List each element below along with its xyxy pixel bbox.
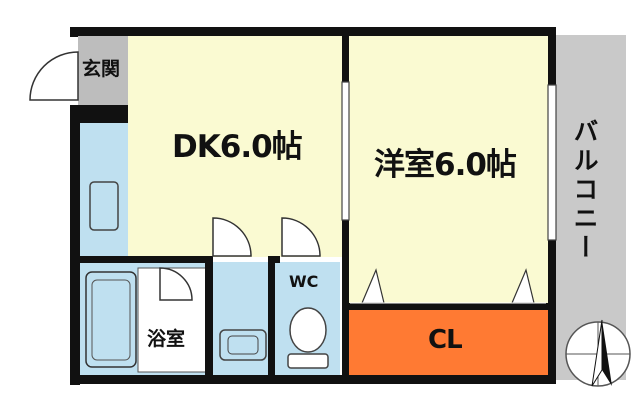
genkan-label: 玄関 xyxy=(82,58,121,80)
doors xyxy=(29,51,321,301)
washroom-floor xyxy=(212,262,274,375)
kitchen-sink xyxy=(89,181,119,231)
yokushitsu-label: 浴室 xyxy=(147,328,186,350)
yoshitsu-floor xyxy=(346,35,550,305)
wc-label: WC xyxy=(289,272,319,291)
washbasin xyxy=(219,329,267,361)
closet-doors xyxy=(361,268,535,304)
kitchen-counter xyxy=(80,122,128,257)
dk-label: DK6.0帖 xyxy=(172,129,303,165)
closet-label: CL xyxy=(428,325,463,355)
balcony-label: バルコニー xyxy=(570,118,599,263)
north-arrow-icon xyxy=(565,319,631,387)
genkan-floor xyxy=(78,35,128,105)
dk-floor xyxy=(128,35,346,257)
yoshitsu-label: 洋室6.0帖 xyxy=(374,147,517,183)
closet-floor xyxy=(348,310,548,375)
toilet-bowl xyxy=(289,307,327,353)
washbasin-inner xyxy=(227,335,259,355)
windows xyxy=(341,81,557,241)
bathtub xyxy=(85,271,137,368)
bathtub-inner xyxy=(91,279,131,361)
toilet-tank xyxy=(287,353,329,369)
